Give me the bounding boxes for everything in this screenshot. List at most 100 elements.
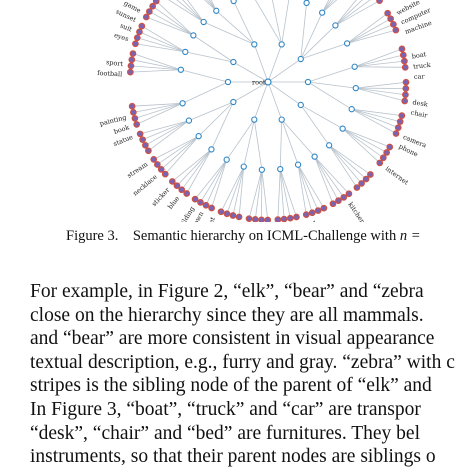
tree-edge: [149, 11, 194, 36]
tree-leaf: [367, 171, 374, 178]
tree-edge: [314, 156, 350, 195]
tree-leaf: [251, 216, 259, 223]
tree-node: [332, 22, 339, 29]
tree-edge: [335, 0, 371, 26]
tree-leaf: [139, 136, 146, 144]
tree-edge: [351, 108, 402, 117]
body-line: instruments, so that their parent nodes …: [30, 446, 436, 468]
tree-edge: [279, 169, 297, 218]
figure-caption: Figure 3. Semantic hierarchy on ICML-Cha…: [66, 228, 474, 245]
tree-edge: [354, 60, 405, 68]
hierarchy-figure: rootoceanslakewaterrivergamesunsetsuitey…: [0, 0, 474, 258]
tree-leaf: [145, 147, 152, 155]
tree-edge: [297, 164, 313, 213]
tree-edge: [342, 128, 384, 159]
tree-edge: [307, 81, 356, 89]
tree-edge: [297, 164, 307, 215]
tree-leaf: [384, 9, 391, 17]
tree-edge: [226, 119, 255, 160]
tree-node: [182, 48, 189, 56]
body-line: “desk”, “chair” and “bed” are furnitures…: [30, 422, 420, 444]
tree-leaf: [398, 45, 406, 53]
tree-edge: [321, 0, 338, 13]
tree-node: [351, 63, 358, 70]
leaf-label: stream: [126, 160, 150, 179]
tree-edge: [226, 166, 245, 214]
tree-leaf: [399, 51, 407, 59]
tree-edge: [267, 81, 301, 106]
leaf-label: necklace: [131, 173, 159, 198]
tree-leaf: [345, 190, 353, 198]
tree-leaf: [286, 214, 294, 222]
tree-node: [230, 0, 237, 5]
body-paragraph: For example, in Figure 2, “elk”, “bear” …: [30, 280, 474, 469]
tree-leaf: [398, 112, 406, 119]
tree-edge: [146, 16, 194, 36]
tree-leaf: [183, 190, 191, 197]
tree-edge: [300, 25, 336, 60]
tree-edge: [355, 87, 405, 102]
tree-edge: [248, 169, 263, 219]
tree-edge: [253, 44, 269, 83]
tree-edge: [300, 43, 348, 60]
tree-edge: [233, 81, 269, 103]
tree-leaf: [138, 22, 146, 30]
tree-node: [304, 78, 312, 86]
tree-edge: [181, 149, 212, 190]
tree-node: [339, 125, 346, 132]
tree-node: [297, 55, 304, 63]
tree-leaf: [362, 175, 370, 183]
tree-edge: [204, 0, 217, 12]
tree-leaf: [274, 216, 282, 223]
tree-edge: [355, 81, 407, 89]
tree-edge: [182, 0, 204, 23]
tree-node: [230, 58, 237, 66]
tree-leaf: [191, 195, 199, 203]
leaf-label: street: [202, 216, 217, 222]
tree-edge: [132, 102, 183, 107]
tree-edge: [148, 120, 190, 152]
tree-edge: [232, 0, 234, 2]
tree-edge: [141, 25, 186, 53]
tree-edge: [139, 31, 186, 53]
tree-edge: [300, 2, 307, 60]
tree-leaf: [136, 130, 144, 138]
tree-leaf: [128, 102, 136, 110]
tree-leaf: [383, 149, 391, 156]
tree-edge: [277, 169, 281, 220]
tree-leaf: [335, 197, 342, 205]
tree-edge: [314, 156, 345, 198]
tree-leaf: [340, 193, 348, 201]
leaf-label: stone: [219, 221, 232, 222]
tree-node: [251, 116, 258, 123]
tree-edge: [142, 120, 190, 141]
tree-leaf: [129, 50, 137, 57]
tree-node: [240, 163, 247, 170]
tree-edge: [140, 120, 190, 135]
tree-edge: [164, 135, 199, 175]
tree-edge: [281, 0, 290, 45]
tree-edge: [188, 101, 234, 121]
tree-node: [230, 98, 237, 106]
tree-leaf: [396, 118, 404, 126]
tree-edge: [314, 156, 339, 201]
tree-edge: [321, 0, 332, 13]
tree-leaf: [128, 56, 136, 64]
tree-leaf: [245, 215, 253, 223]
tree-edge: [300, 104, 330, 146]
tree-edge: [134, 102, 183, 119]
tree-edge: [253, 119, 263, 170]
tree-node: [190, 32, 197, 39]
body-line: stripes is the sibling node of the paren…: [30, 375, 432, 397]
tree-leaf: [229, 212, 237, 219]
tree-node: [325, 142, 333, 149]
tree-node: [297, 101, 304, 109]
tree-leaf: [392, 130, 400, 137]
tree-leaf: [133, 34, 141, 42]
tree-leaf: [130, 108, 137, 116]
tree-node: [303, 0, 310, 7]
tree-leaf: [142, 13, 150, 21]
tree-edge: [152, 5, 194, 36]
tree-edge: [133, 102, 183, 113]
tree-leaf: [202, 201, 210, 209]
